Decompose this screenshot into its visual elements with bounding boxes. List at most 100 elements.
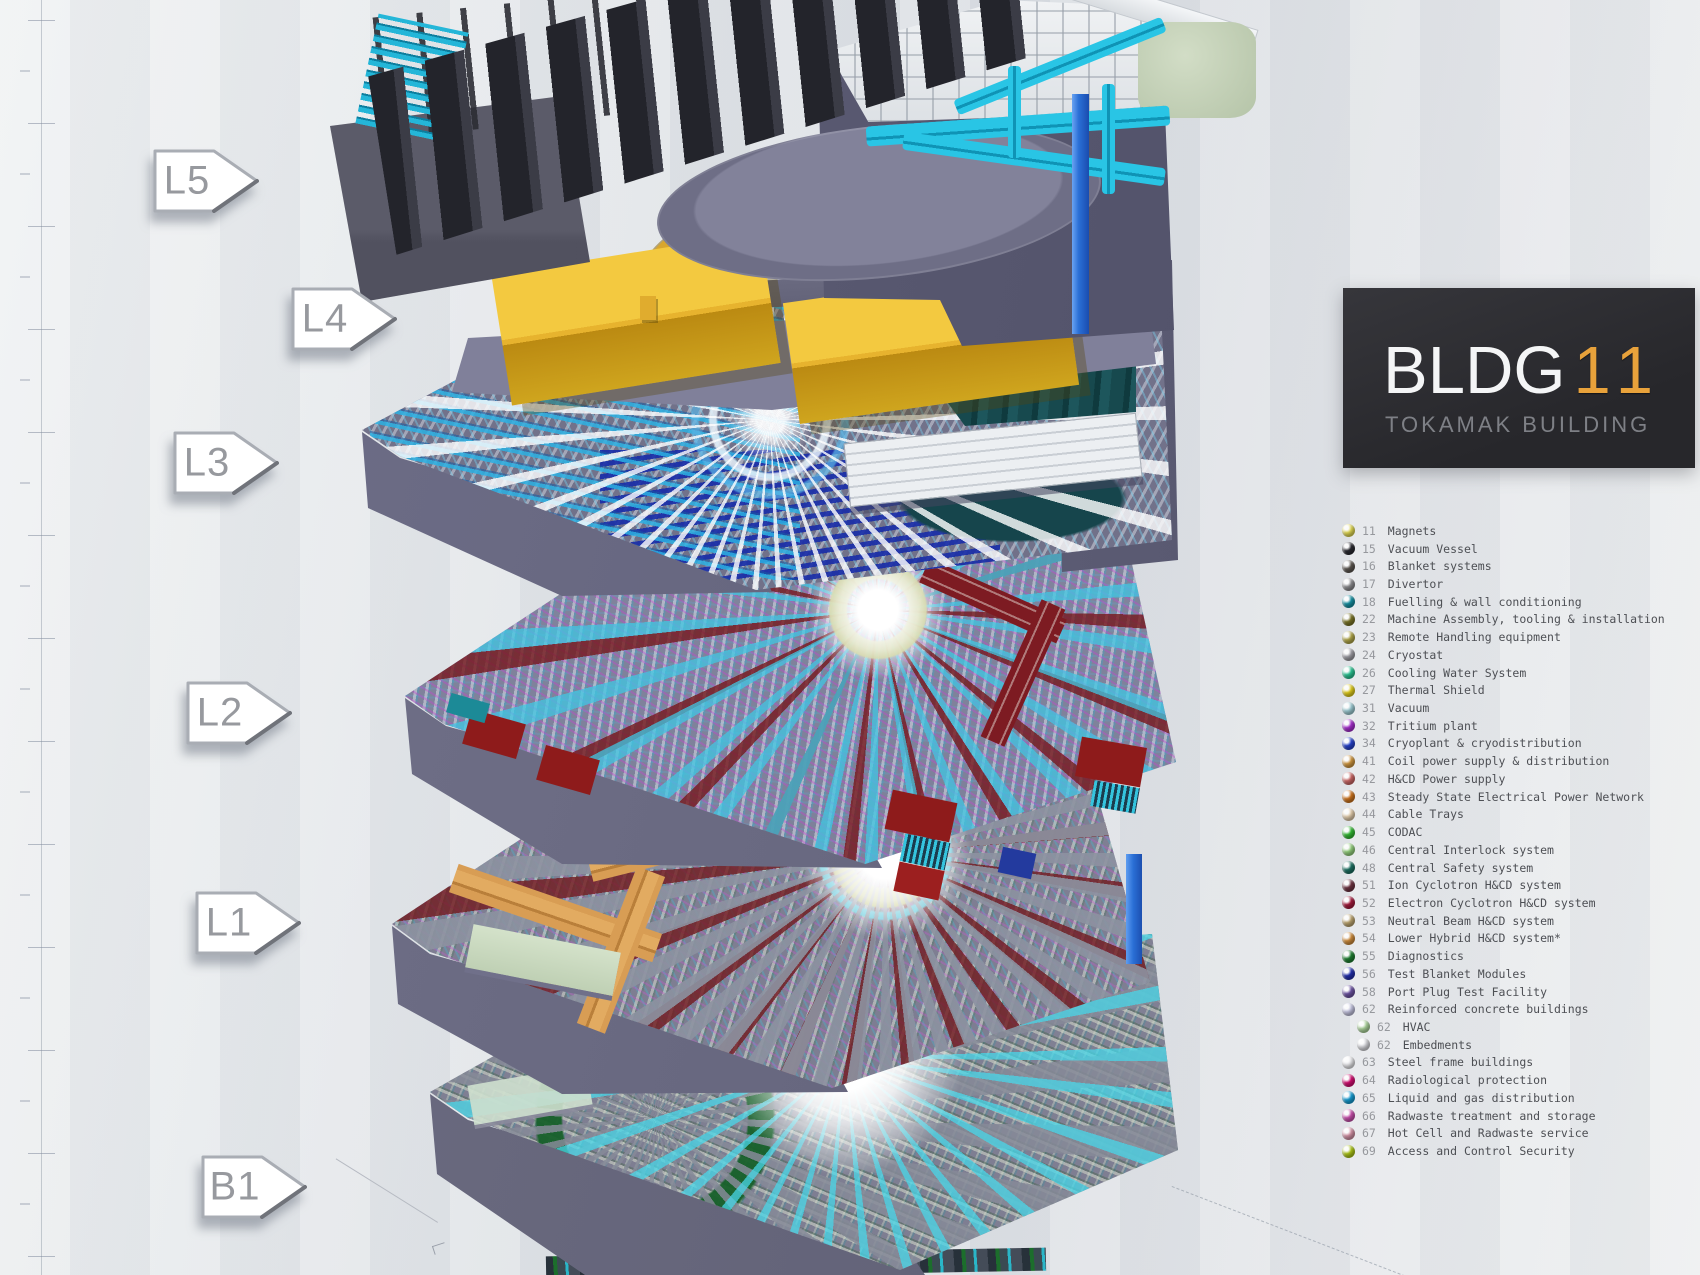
legend-color-dot <box>1342 807 1355 821</box>
legend-item: 62 Embedments <box>1342 1036 1665 1054</box>
level-tag-label: L2 <box>196 690 244 735</box>
legend-color-dot <box>1342 754 1355 768</box>
legend-item-label: Remote Handling equipment <box>1387 630 1561 645</box>
level-tag-label: L4 <box>301 296 349 341</box>
legend-item: 51 Ion Cyclotron H&CD system <box>1342 876 1665 894</box>
legend-item-number: 63 <box>1362 1055 1383 1070</box>
legend-item-label: CODAC <box>1387 825 1423 840</box>
level-tag-label: L1 <box>205 900 253 945</box>
legend-item-number: 48 <box>1362 860 1383 875</box>
legend-color-dot <box>1342 949 1355 963</box>
legend-item-label: Vacuum Vessel <box>1387 541 1478 556</box>
legend-item: 69 Access and Control Security <box>1342 1142 1665 1160</box>
legend-item-label: Lower Hybrid H&CD system* <box>1387 931 1561 946</box>
legend-item: 15 Vacuum Vessel <box>1342 540 1665 558</box>
legend-color-dot <box>1342 843 1355 857</box>
legend-item-number: 53 <box>1362 913 1383 928</box>
l5-pale-green-plant <box>1138 22 1256 118</box>
legend-color-dot <box>1342 701 1355 715</box>
level-tag-l3: L3 <box>170 428 282 498</box>
legend-item: 65 Liquid and gas distribution <box>1342 1089 1665 1107</box>
level-tag-arrow <box>173 431 279 495</box>
legend-color-dot <box>1342 736 1355 750</box>
legend-item-label: Diagnostics <box>1387 949 1464 964</box>
legend-item-number: 15 <box>1362 541 1383 556</box>
legend-item-number: 42 <box>1362 771 1383 786</box>
legend-item-label: Central Interlock system <box>1387 842 1554 857</box>
legend-item-number: 43 <box>1362 789 1383 804</box>
legend-item-label: Test Blanket Modules <box>1387 966 1527 981</box>
legend-color-dot <box>1342 524 1355 538</box>
legend-item-number: 34 <box>1362 736 1383 751</box>
legend-item: 17 Divertor <box>1342 575 1665 593</box>
legend-item: 11 Magnets <box>1342 522 1665 540</box>
legend-item-number: 22 <box>1362 612 1383 627</box>
legend-item-label: H&CD Power supply <box>1387 771 1506 786</box>
legend-item-number: 62 <box>1377 1037 1398 1052</box>
legend-item: 27 Thermal Shield <box>1342 681 1665 699</box>
l4-gold-fixture <box>640 296 656 320</box>
legend-color-dot <box>1342 1126 1355 1140</box>
legend-item-number: 41 <box>1362 754 1383 769</box>
l5-cyan-riser <box>1102 84 1115 194</box>
legend-item-number: 62 <box>1377 1019 1398 1034</box>
level-tag-arrow <box>195 891 301 955</box>
legend-item-label: Machine Assembly, tooling & installation <box>1387 612 1665 627</box>
l5-blue-vertical-pipe <box>1072 94 1089 334</box>
level-tag-arrow <box>291 287 397 351</box>
legend-item: 23 Remote Handling equipment <box>1342 628 1665 646</box>
legend-item: 62 Reinforced concrete buildings <box>1342 1000 1665 1018</box>
left-ruler-marks <box>20 70 30 1275</box>
legend-item-label: HVAC <box>1402 1019 1431 1034</box>
building-subtitle: TOKAMAK BUILDING <box>1385 412 1651 437</box>
legend-item-label: Steady State Electrical Power Network <box>1387 789 1644 804</box>
legend-color-dot <box>1342 666 1355 680</box>
legend-item: 53 Neutral Beam H&CD system <box>1342 912 1665 930</box>
legend-color-dot <box>1342 719 1355 733</box>
legend-color-dot <box>1342 914 1355 928</box>
legend-item-number: 17 <box>1362 577 1383 592</box>
legend-color-dot <box>1342 967 1355 981</box>
legend-item-number: 51 <box>1362 878 1383 893</box>
legend-color-dot <box>1342 683 1355 697</box>
legend-item-label: Reinforced concrete buildings <box>1387 1002 1589 1017</box>
legend-item-label: Radiological protection <box>1387 1073 1548 1088</box>
legend-color-dot <box>1342 931 1355 945</box>
legend-color-dot <box>1342 1073 1355 1087</box>
legend-item: 54 Lower Hybrid H&CD system* <box>1342 930 1665 948</box>
legend-item-number: 11 <box>1362 523 1383 538</box>
level-tag-l4: L4 <box>288 284 400 354</box>
legend-item: 56 Test Blanket Modules <box>1342 965 1665 983</box>
legend-item-label: Central Safety system <box>1387 860 1534 875</box>
level-tag-l5: L5 <box>150 146 262 216</box>
legend-item-label: Electron Cyclotron H&CD system <box>1387 895 1596 910</box>
legend-item-number: 44 <box>1362 807 1383 822</box>
legend-color-dot <box>1357 1038 1370 1052</box>
legend-item-label: Vacuum <box>1387 701 1430 716</box>
legend-item-label: Embedments <box>1402 1037 1473 1052</box>
legend-color-dot <box>1357 1020 1370 1034</box>
legend-color-dot <box>1342 559 1355 573</box>
legend-item-number: 55 <box>1362 949 1383 964</box>
level-tag-b1: B1 <box>198 1152 310 1222</box>
legend-color-dot <box>1342 595 1355 609</box>
legend-item-number: 31 <box>1362 701 1383 716</box>
legend-item: 46 Central Interlock system <box>1342 841 1665 859</box>
legend-color-dot <box>1342 1091 1355 1105</box>
legend-color-dot <box>1342 861 1355 875</box>
l5-cyan-riser <box>1008 66 1021 158</box>
legend-item-number: 18 <box>1362 594 1383 609</box>
legend-item: 41 Coil power supply & distribution <box>1342 752 1665 770</box>
legend-item-label: Divertor <box>1387 577 1444 592</box>
legend-item-number: 69 <box>1362 1144 1383 1159</box>
legend-item: 31 Vacuum <box>1342 699 1665 717</box>
legend-item: 43 Steady State Electrical Power Network <box>1342 788 1665 806</box>
legend-item: 63 Steel frame buildings <box>1342 1054 1665 1072</box>
legend-item-number: 67 <box>1362 1126 1383 1141</box>
level-tag-l1: L1 <box>192 888 304 958</box>
legend-item-label: Magnets <box>1387 523 1437 538</box>
legend-item: 62 HVAC <box>1342 1018 1665 1036</box>
legend-color-dot <box>1342 577 1355 591</box>
